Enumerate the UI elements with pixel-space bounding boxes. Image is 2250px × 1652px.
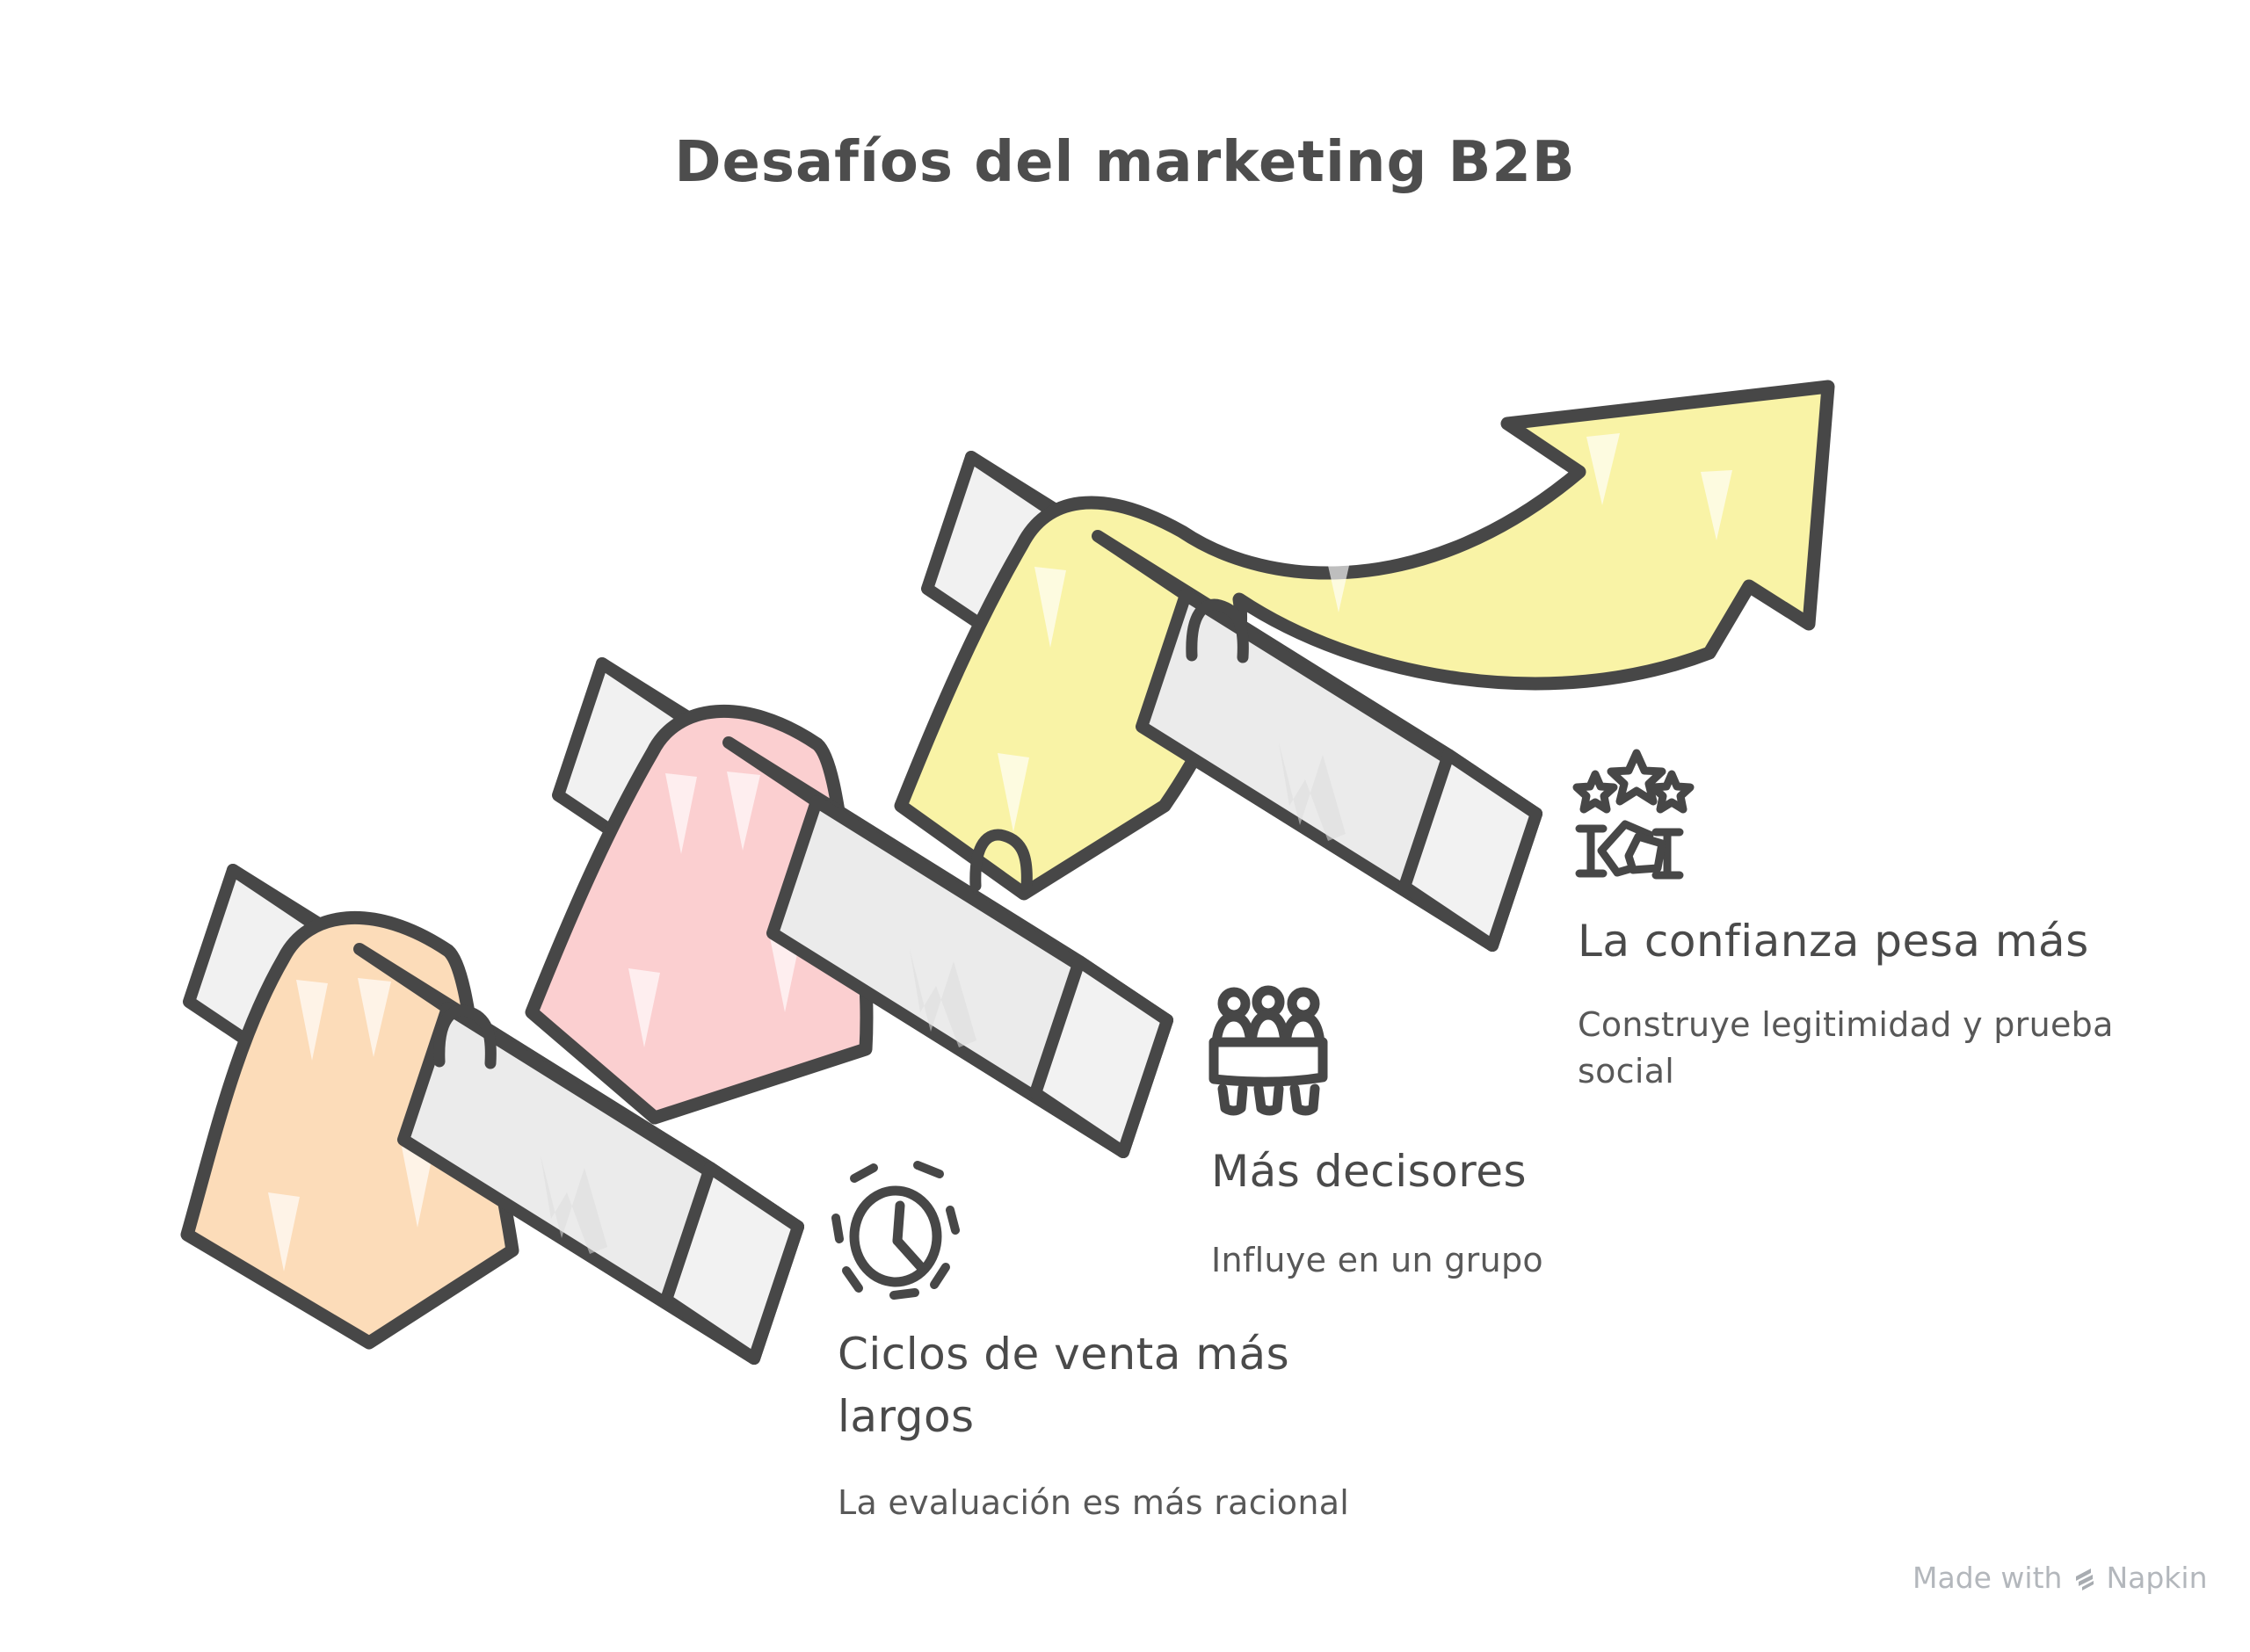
step-1-heading: Ciclos de venta más largos (838, 1329, 1290, 1442)
page-title: Desafíos del marketing B2B (674, 130, 1576, 195)
step-1-description: La evaluación es más racional (838, 1483, 1350, 1522)
group-of-people-icon (1208, 985, 1328, 1116)
step-2-description: Influye en un grupo (1211, 1241, 1543, 1279)
step-3-description: Construye legitimidad y prueba social (1578, 1005, 2114, 1091)
arrow-ribbon-shape (894, 380, 1835, 901)
stars-handshake-icon (1572, 749, 1695, 880)
arrow-ribbon-segment-3 (894, 380, 1835, 901)
watermark-prefix: Made with (1912, 1561, 2063, 1595)
step-3-heading: La confianza pesa más (1578, 916, 2089, 967)
clock-icon (831, 1161, 960, 1300)
napkin-watermark[interactable]: Made with Napkin (1912, 1561, 2208, 1595)
step-2-heading: Más decisores (1211, 1146, 1528, 1197)
watermark-brand: Napkin (2106, 1561, 2208, 1595)
napkin-logo-icon (2076, 1568, 2094, 1590)
